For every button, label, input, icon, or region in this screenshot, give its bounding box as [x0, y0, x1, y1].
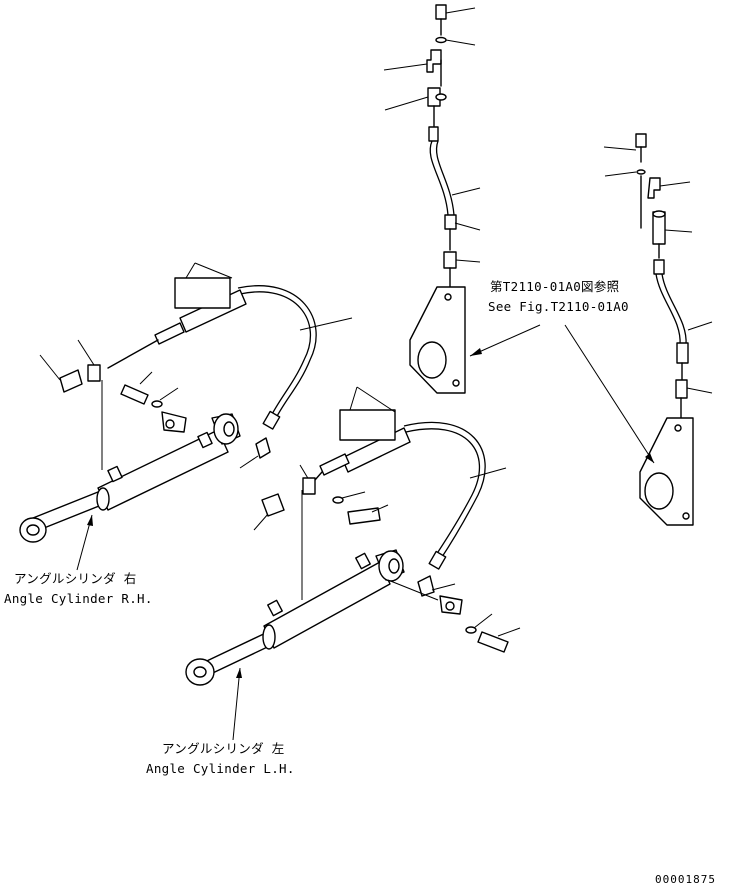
lh-hose: [403, 421, 507, 597]
right-adapter-block: [652, 210, 693, 259]
lh-bolt-washer: [332, 491, 389, 525]
lh-label-arrow: [232, 667, 241, 741]
reference-label-en: See Fig.T2110-01A0: [488, 299, 629, 314]
lh-elbow-clamp: [253, 477, 316, 531]
top-elbow-fitting: [383, 49, 442, 87]
reference-arrow-top: [469, 324, 541, 357]
rh-bolt-washer: [120, 371, 187, 433]
right-bracket: [639, 417, 694, 526]
rh-cylinder-label-jp: アングルシリンダ 右: [14, 571, 137, 586]
rh-hose: [237, 285, 353, 469]
rh-cylinder: [19, 380, 241, 543]
top-bracket: [409, 286, 466, 394]
top-hose: [428, 126, 481, 251]
drawing-number: 00001875: [655, 873, 716, 886]
right-hose: [653, 259, 713, 381]
lh-tube-assembly: [307, 386, 411, 489]
top-washer: [435, 36, 476, 46]
lh-cylinder-label-en: Angle Cylinder L.H.: [146, 761, 295, 776]
lh-cylinder: [185, 464, 405, 686]
right-washer-elbow: [604, 169, 691, 229]
top-bolt: [435, 4, 476, 36]
right-bolt: [603, 133, 647, 163]
reference-label-jp: 第T2110-01A0図参照: [490, 279, 620, 294]
lh-cylinder-label-jp: アングルシリンダ 左: [162, 741, 285, 756]
lh-lower-fittings: [387, 579, 521, 653]
top-adapter-block: [384, 87, 447, 127]
top-nipple: [443, 251, 481, 291]
rh-elbow-clamp: [39, 339, 101, 393]
right-nipple: [675, 379, 713, 421]
rh-tube-assembly: [107, 262, 247, 369]
rh-cylinder-label-en: Angle Cylinder R.H.: [4, 591, 153, 606]
reference-arrow-right: [564, 324, 655, 464]
